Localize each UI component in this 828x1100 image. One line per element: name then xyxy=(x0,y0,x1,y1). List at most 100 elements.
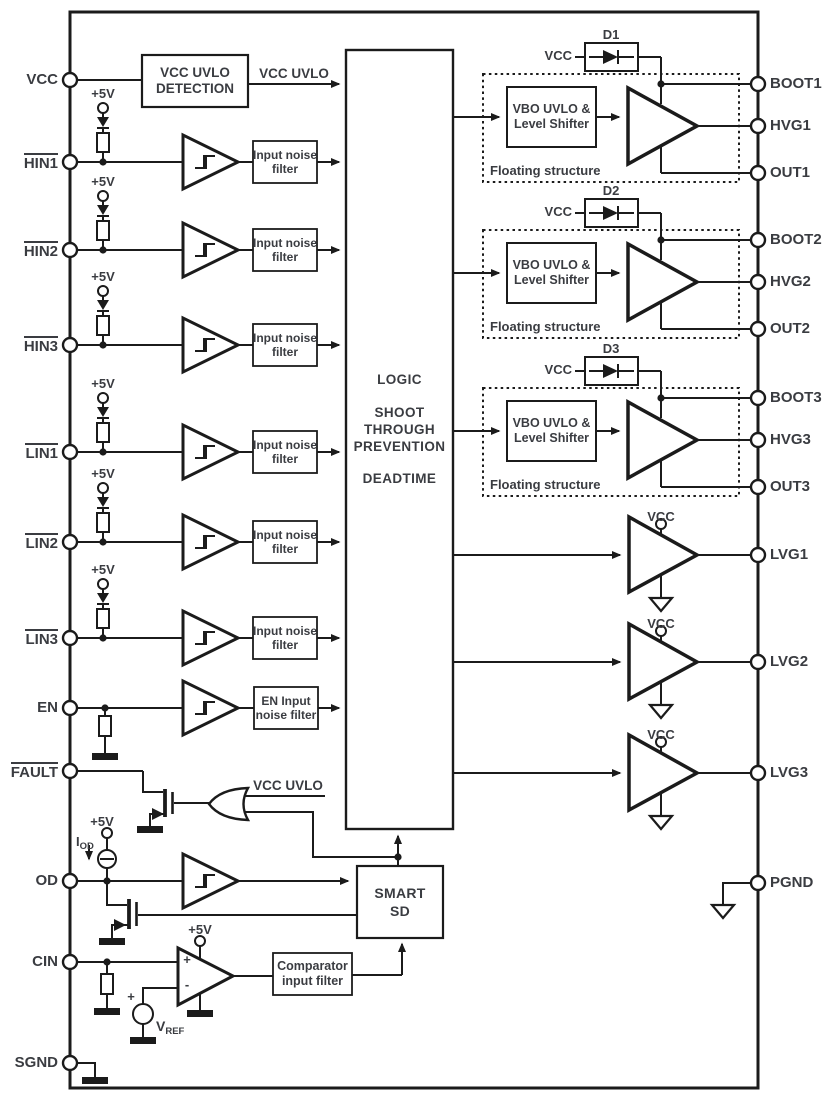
plus5v-label-hin1: +5V xyxy=(91,86,115,101)
sgnd-wiring xyxy=(77,1062,108,1084)
d3-label: D3 xyxy=(602,341,620,356)
vcc-label-d2: VCC xyxy=(544,204,572,219)
pin-hvg2 xyxy=(749,273,767,291)
plus5v-label-lin2: +5V xyxy=(91,466,115,481)
pin-sgnd xyxy=(61,1054,79,1072)
pin-en xyxy=(61,699,79,717)
vbo-level-shifter-label-2: VBO UVLO & Level Shifter xyxy=(512,258,591,287)
pin-hvg1 xyxy=(749,117,767,135)
pin-hvg3 xyxy=(749,431,767,449)
pin-label-en: EN xyxy=(37,699,58,716)
pin-pgnd xyxy=(749,874,767,892)
pin-label-cin: CIN xyxy=(32,953,58,970)
en-row xyxy=(77,678,341,760)
pin-label-hvg3: HVG3 xyxy=(770,431,811,448)
floating-structure-label-2: Floating structure xyxy=(490,319,601,334)
pin-label-boot3: BOOT3 xyxy=(770,389,822,406)
vcc-uvlo-signal-label-top: VCC UVLO xyxy=(259,66,329,81)
d2-label: D2 xyxy=(602,183,620,198)
lvg3-driver xyxy=(453,735,751,829)
vcc-label-lvg2: VCC xyxy=(647,616,675,631)
pgnd-wiring xyxy=(709,882,751,920)
input-noise-filter-label-5: Input noise filter xyxy=(253,528,317,556)
pin-lin2 xyxy=(61,533,79,551)
plus5v-label-hin3: +5V xyxy=(91,269,115,284)
pin-boot1 xyxy=(749,75,767,93)
vcc-label-d1: VCC xyxy=(544,48,572,63)
pin-label-lvg1: LVG1 xyxy=(770,546,809,563)
pin-label-pgnd: PGND xyxy=(770,874,814,891)
pin-label-out1: OUT1 xyxy=(770,164,811,181)
plus5v-label-lin1: +5V xyxy=(91,376,115,391)
vcc-uvlo-signal-label-or: VCC UVLO xyxy=(253,778,323,793)
comparator-plus-sign: + xyxy=(183,952,191,967)
pin-label-lvg3: LVG3 xyxy=(770,764,809,781)
floating-structure-label-3: Floating structure xyxy=(490,477,601,492)
vcc-label-lvg3: VCC xyxy=(647,727,675,742)
pin-fault xyxy=(61,762,79,780)
pin-label-lin1: LIN1 xyxy=(25,443,58,462)
cin-row xyxy=(77,935,406,1044)
plus5v-label-lin3: +5V xyxy=(91,562,115,577)
vbo-level-shifter-label-3: VBO UVLO & Level Shifter xyxy=(512,416,591,445)
comparator-minus-sign: - xyxy=(184,977,190,992)
vbo-level-shifter-label-1: VBO UVLO & Level Shifter xyxy=(512,102,591,131)
smart-sd-label: SMART SD xyxy=(374,885,426,919)
plus5v-label-od: +5V xyxy=(90,814,114,829)
pin-lvg2 xyxy=(749,653,767,671)
pin-cin xyxy=(61,953,79,971)
pin-od xyxy=(61,872,79,890)
plus5v-label-cin: +5V xyxy=(188,922,212,937)
lvg1-driver xyxy=(453,517,751,611)
input-noise-filter-label-1: Input noise filter xyxy=(253,148,317,176)
pin-label-lin2: LIN2 xyxy=(25,533,58,552)
pin-label-boot1: BOOT1 xyxy=(770,75,822,92)
floating-structure-2 xyxy=(453,199,751,338)
pin-label-hvg1: HVG1 xyxy=(770,117,811,134)
vref-source-icon xyxy=(132,1003,154,1025)
od-row xyxy=(77,827,357,945)
comparator-icon xyxy=(176,945,237,1008)
pin-label-lvg2: LVG2 xyxy=(770,653,809,670)
comparator-input-filter-label: Comparator input filter xyxy=(277,959,348,988)
d1-label: D1 xyxy=(602,27,620,42)
input-noise-filter-label-3: Input noise filter xyxy=(253,331,317,359)
pin-label-out2: OUT2 xyxy=(770,320,811,337)
pin-label-out3: OUT3 xyxy=(770,478,811,495)
vref-plus-sign: + xyxy=(127,989,135,1004)
logic-block-label: LOGIC SHOOT THROUGH PREVENTION DEADTIME xyxy=(353,372,446,486)
iod-label: IOD xyxy=(76,834,94,852)
pin-label-hvg2: HVG2 xyxy=(770,273,811,290)
floating-structure-label-1: Floating structure xyxy=(490,163,601,178)
floating-structure-1 xyxy=(453,43,751,182)
pin-label-fault: FAULT xyxy=(10,762,58,781)
pin-lvg3 xyxy=(749,764,767,782)
lvg2-driver xyxy=(453,624,751,718)
fault-row xyxy=(77,770,398,858)
pin-label-lin3: LIN3 xyxy=(25,629,58,648)
vcc-uvlo-detection-label: VCC UVLO DETECTION xyxy=(155,65,234,96)
pin-lin3 xyxy=(61,629,79,647)
input-noise-filter-label-2: Input noise filter xyxy=(253,236,317,264)
pin-label-boot2: BOOT2 xyxy=(770,231,822,248)
pin-out1 xyxy=(749,164,767,182)
input-noise-filter-label-6: Input noise filter xyxy=(253,624,317,652)
vcc-label-d3: VCC xyxy=(544,362,572,377)
pin-out2 xyxy=(749,320,767,338)
plus5v-label-hin2: +5V xyxy=(91,174,115,189)
pin-boot3 xyxy=(749,389,767,407)
vref-label: VREF xyxy=(156,1018,185,1037)
logic-block-box xyxy=(344,48,455,831)
pin-vcc xyxy=(61,71,79,89)
pin-boot2 xyxy=(749,231,767,249)
pin-lin1 xyxy=(61,443,79,461)
vcc-label-lvg1: VCC xyxy=(647,509,675,524)
pin-label-vcc: VCC xyxy=(26,71,58,88)
pin-hin3 xyxy=(61,336,79,354)
or-gate-icon xyxy=(207,786,251,822)
pin-out3 xyxy=(749,478,767,496)
pin-hin2 xyxy=(61,241,79,259)
smart-sd-wiring xyxy=(355,834,445,940)
